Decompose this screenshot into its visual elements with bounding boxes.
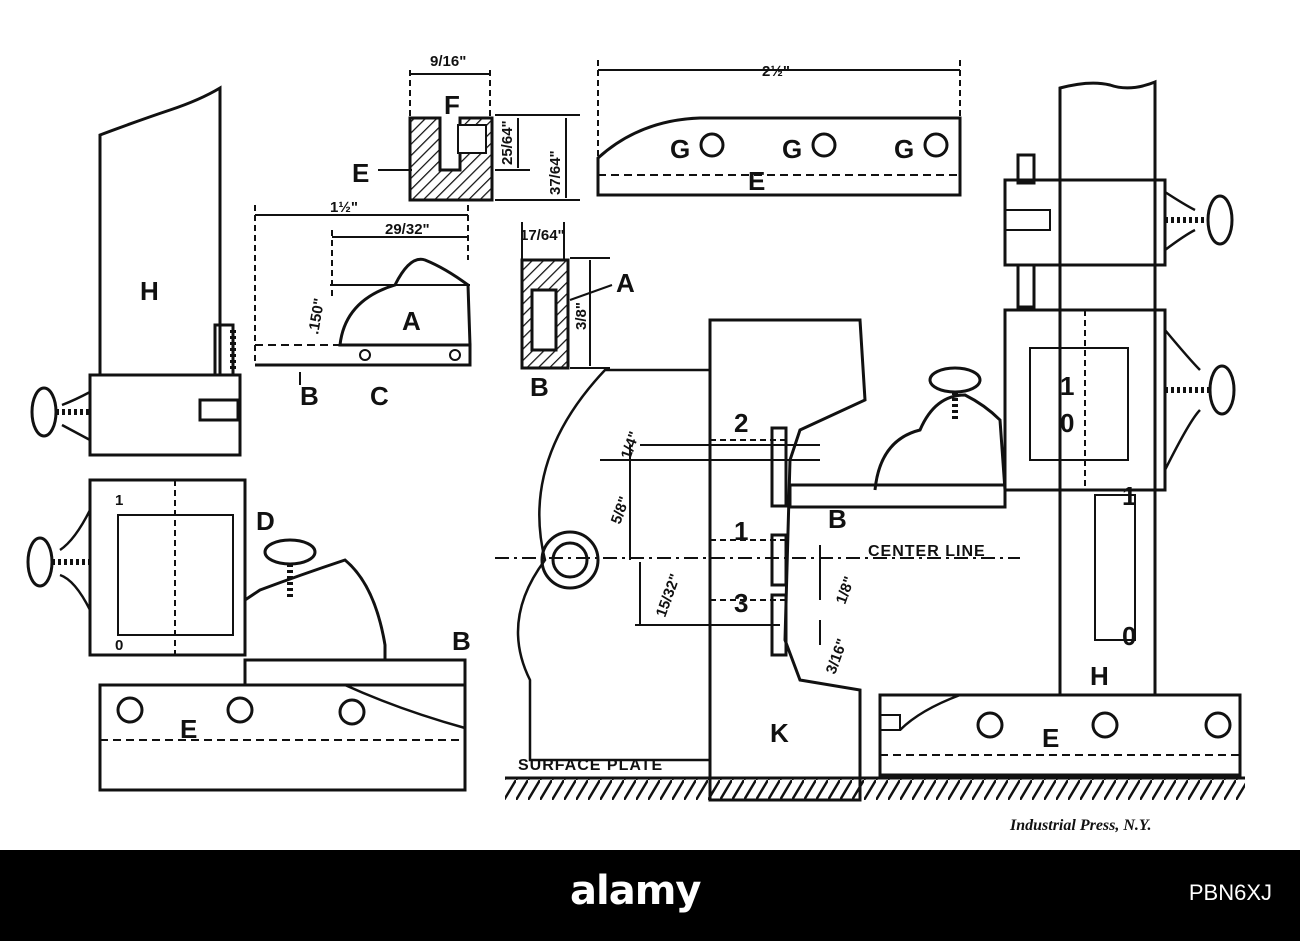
label-e-section: E: [352, 158, 369, 188]
alamy-logo: alamy: [570, 868, 701, 914]
label-slot-3: 3: [734, 588, 748, 618]
dim-1-4: 1/4": [618, 429, 644, 461]
scale-one-right: 1: [1060, 371, 1074, 401]
bar-e-top: [596, 60, 962, 197]
drawing-canvas: 9/16" F E 25/64" 37/64" 2½" G G G E 1½" …: [26, 53, 1245, 834]
gauge-block-k: [516, 318, 867, 802]
dim-9-16: 9/16": [430, 53, 466, 70]
publisher-credit: Industrial Press, N.Y.: [1009, 817, 1152, 834]
left-height-gauge: [26, 85, 467, 792]
label-a-piece: A: [402, 306, 421, 336]
scale-one-bar: 1: [1122, 481, 1136, 511]
dim-1-half: 1½": [330, 199, 358, 216]
label-e-right: E: [1042, 723, 1059, 753]
k-dimension-lines: [495, 444, 1020, 645]
label-h-left: H: [140, 276, 159, 306]
caption-center-line: CENTER LINE: [868, 543, 986, 560]
scale-zero-left: 0: [115, 637, 123, 654]
label-e-bar: E: [748, 166, 765, 196]
label-b-right: B: [828, 504, 847, 534]
label-b-section: B: [530, 372, 549, 402]
dim-25-64: 25/64": [499, 120, 516, 165]
label-b-left: B: [452, 626, 471, 656]
label-slot-1: 1: [734, 516, 748, 546]
label-g-1: G: [670, 134, 690, 164]
label-a-section: A: [616, 268, 635, 298]
dim-3-8: 3/8": [573, 302, 590, 330]
label-f: F: [444, 90, 460, 120]
dim-29-32: 29/32": [385, 221, 430, 238]
label-g-2: G: [782, 134, 802, 164]
label-d: D: [256, 506, 275, 536]
dim-3-16: 3/16": [823, 636, 851, 676]
dim-17-64: 17/64": [520, 227, 565, 244]
section-a-b: [520, 222, 613, 370]
dim-150: .150": [305, 297, 328, 336]
label-slot-2: 2: [734, 408, 748, 438]
label-g-3: G: [894, 134, 914, 164]
dim-1-8: 1/8": [833, 574, 859, 606]
scale-zero-right: 0: [1060, 408, 1074, 438]
dim-2-half: 2½": [762, 63, 790, 80]
label-e-left: E: [180, 714, 197, 744]
section-f-e: [378, 70, 580, 202]
piece-a: [254, 205, 472, 385]
stock-id: PBN6XJ: [1188, 880, 1272, 905]
label-h-right: H: [1090, 661, 1109, 691]
label-c: C: [370, 381, 389, 411]
label-b-piece: B: [300, 381, 319, 411]
watermark-footer: alamy PBN6XJ: [0, 850, 1300, 941]
dim-15-32: 15/32": [653, 572, 684, 620]
scale-one-left: 1: [115, 492, 123, 509]
label-k: K: [770, 718, 789, 748]
right-height-gauge: [788, 79, 1242, 777]
technical-drawing: 9/16" F E 25/64" 37/64" 2½" G G G E 1½" …: [26, 53, 1245, 834]
dim-37-64: 37/64": [547, 150, 564, 195]
surface-plate: [505, 776, 1245, 800]
caption-surface-plate: SURFACE PLATE: [518, 757, 663, 774]
scale-zero-bar: 0: [1122, 621, 1136, 651]
